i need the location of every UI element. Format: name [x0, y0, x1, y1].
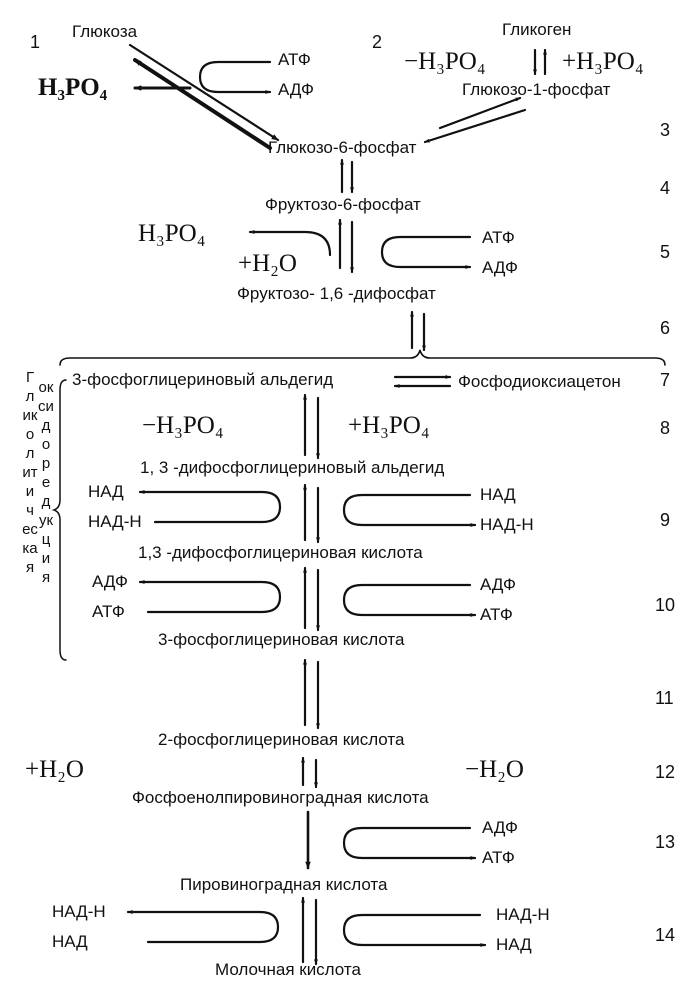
- step10-right-loop: [342, 583, 477, 617]
- row-number: 7: [660, 370, 671, 390]
- diphosphoglyceric-acid-label: 1,3 -дифосфоглицериновая кислота: [138, 543, 423, 562]
- step9-nad-left: НАД: [88, 482, 124, 501]
- glycolytic-side-label: Гликолитическая: [22, 369, 38, 576]
- adp-label: АДФ: [278, 80, 314, 99]
- atp-label: АТФ: [278, 50, 311, 69]
- row-number: 8: [660, 418, 671, 438]
- step3-arrow-down: [423, 108, 527, 144]
- step5-h2o-label: +H₂O: [238, 250, 297, 277]
- step8-minus-h3po4-label: −H₃PO₄: [142, 412, 224, 439]
- step5-adp-label: АДФ: [482, 258, 518, 277]
- glucose-6-phosphate-label: Глюкозо-6-фосфат: [268, 138, 417, 157]
- step9-nadh-right: НАД-Н: [480, 515, 534, 534]
- step9-left-loop: [138, 490, 282, 524]
- step5-h3po4-label: H₃PO₄: [138, 220, 206, 247]
- step3-arrow-up: [438, 96, 522, 130]
- step14-nadh-left: НАД-Н: [52, 902, 106, 921]
- step13-atp-label: АТФ: [482, 848, 515, 867]
- step14-nad-right: НАД: [496, 935, 532, 954]
- row-number: 3: [660, 120, 671, 140]
- step8-plus-h3po4-label: +H₃PO₄: [348, 412, 430, 439]
- step5-h3po4-curve: [248, 230, 332, 257]
- step1-forward-arrow: [128, 43, 280, 142]
- step14-left-loop: [126, 910, 280, 944]
- row-number: 4: [660, 178, 671, 198]
- step9-nad-right: НАД: [480, 485, 516, 504]
- fructose-6-phosphate-label: Фруктозо-6-фосфат: [265, 195, 421, 214]
- step9-nadh-left: НАД-Н: [88, 512, 142, 531]
- step14-right-loop: [342, 913, 487, 947]
- step10-atp-right: АТФ: [480, 605, 513, 624]
- glucose-1-phosphate-label: Глюкозо-1-фосфат: [462, 80, 611, 99]
- row-number: 13: [655, 832, 676, 852]
- phosphoglyceraldehyde-label: 3-фосфоглицериновый альдегид: [72, 370, 334, 389]
- step14-nad-left: НАД: [52, 932, 88, 951]
- row-number: 6: [660, 318, 671, 338]
- phosphodioxyacetone-label: Фосфодиоксиацетон: [458, 372, 621, 391]
- step9-right-loop: [342, 493, 477, 527]
- diphosphoglyceraldehyde-label: 1, 3 -дифосфоглицериновый альдегид: [140, 458, 445, 477]
- step10-adp-left: АДФ: [92, 572, 128, 591]
- oxidoreduction-side-label: оксидоредукция: [38, 379, 54, 586]
- step14-nadh-right: НАД-Н: [496, 905, 550, 924]
- lactic-acid-label: Молочная кислота: [215, 960, 361, 979]
- step5-atp-adp-loop: [380, 235, 472, 269]
- row-number: 5: [660, 242, 671, 262]
- step10-left-loop: [138, 580, 282, 614]
- row-number: 2: [372, 32, 383, 52]
- step10-atp-left: АТФ: [92, 602, 125, 621]
- row-number: 1: [30, 32, 41, 52]
- phosphoglyceric-3-label: 3-фосфоглицериновая кислота: [158, 630, 405, 649]
- pyruvic-acid-label: Пировиноградная кислота: [180, 875, 388, 894]
- row-number: 12: [655, 762, 676, 782]
- row-number: 11: [655, 688, 674, 708]
- row-number: 14: [655, 925, 676, 945]
- h3po4-label: H₃PO₄: [38, 74, 108, 101]
- glycogen-label: Гликоген: [502, 20, 572, 39]
- row-number: 10: [655, 595, 676, 615]
- glucose-label: Глюкоза: [72, 22, 138, 41]
- step5-atp-label: АТФ: [482, 228, 515, 247]
- step13-adp-label: АДФ: [482, 818, 518, 837]
- fructose-16-diphosphate-label: Фруктозо- 1,6 -дифосфат: [237, 284, 436, 303]
- side-bracket: [51, 379, 67, 661]
- phosphoenolpyruvic-label: Фосфоенолпировиноградная кислота: [132, 788, 429, 807]
- step12-plus-h2o-label: +H₂O: [25, 756, 84, 783]
- step13-loop: [342, 826, 477, 860]
- phosphoglyceric-2-label: 2-фосфоглицериновая кислота: [158, 730, 405, 749]
- brace: [59, 349, 666, 366]
- plus-h3po4-label: +H₃PO₄: [562, 48, 644, 75]
- step1-reverse-arrow: [133, 58, 272, 150]
- minus-h3po4-label: −H₃PO₄: [404, 48, 486, 75]
- step10-adp-right: АДФ: [480, 575, 516, 594]
- step1-atp-adp-loop: [198, 60, 272, 94]
- step12-minus-h2o-label: −H₂O: [465, 756, 524, 783]
- row-number: 9: [660, 510, 671, 530]
